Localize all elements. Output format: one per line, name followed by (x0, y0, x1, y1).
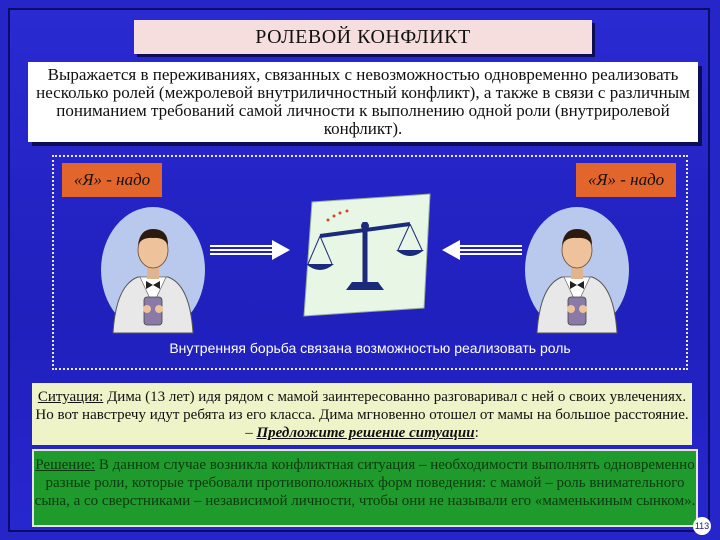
solution-label: Решение: (35, 457, 96, 473)
balance-scales-icon (303, 193, 431, 317)
situation-box: Ситуация: Дима (13 лет) идя рядом с мамо… (32, 383, 692, 445)
slide-number: 113 (693, 517, 711, 535)
arrow-left-icon (442, 240, 522, 260)
situation-label: Ситуация: (37, 389, 104, 405)
tag-right: «Я» - надо (576, 163, 676, 197)
arrow-right-icon (210, 240, 290, 260)
tag-left: «Я» - надо (62, 163, 162, 197)
solution-box: Решение: В данном случае возникла конфли… (32, 449, 698, 527)
solution-text: В данном случае возникла конфликтная сит… (34, 457, 696, 509)
man-in-tuxedo-icon (101, 207, 205, 334)
situation-text: Дима (13 лет) идя рядом с мамой заинтере… (35, 389, 689, 441)
illustration-panel (52, 155, 688, 370)
man-in-tuxedo-icon (525, 207, 629, 334)
slide-title: РОЛЕВОЙ КОНФЛИКТ (134, 20, 592, 54)
illustration-caption: Внутренняя борьба связана возможностью р… (169, 340, 571, 356)
definition-text: Выражается в переживаниях, связанных с н… (28, 62, 698, 142)
situation-task: Предложите решение ситуации (256, 425, 475, 441)
situation-end: : (474, 425, 479, 441)
